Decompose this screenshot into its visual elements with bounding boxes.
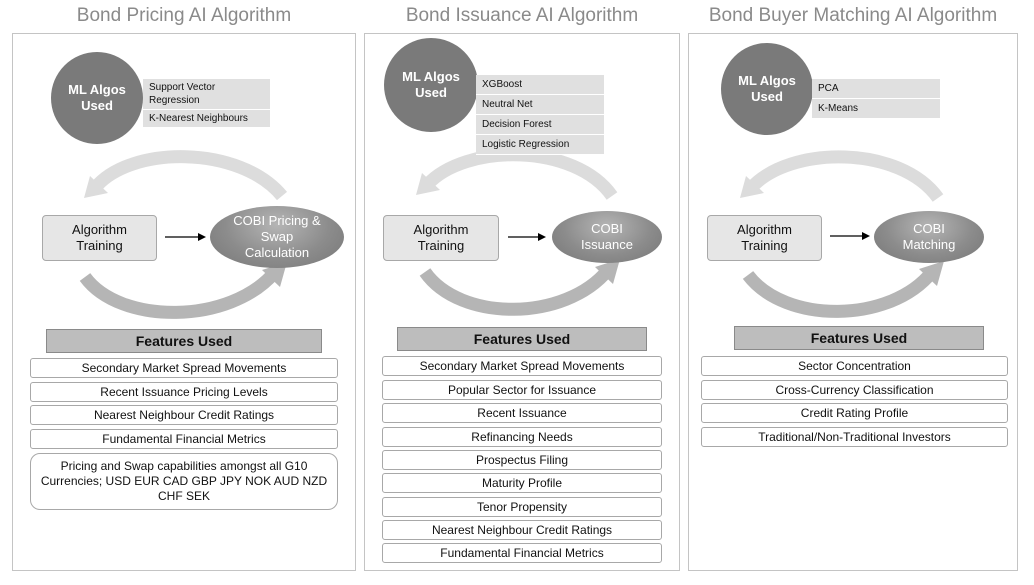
feature-item: Popular Sector for Issuance	[382, 380, 662, 400]
feature-item: Nearest Neighbour Credit Ratings	[30, 405, 338, 425]
feature-item: Prospectus Filing	[382, 450, 662, 470]
column-title: Bond Buyer Matching AI Algorithm	[708, 5, 998, 26]
algo-item: K-Nearest Neighbours	[143, 110, 270, 128]
algo-item: PCA	[812, 79, 940, 99]
feature-item: Maturity Profile	[382, 473, 662, 493]
features-header: Features Used	[397, 327, 647, 351]
algo-item: Neutral Net	[476, 95, 604, 115]
features-header: Features Used	[734, 326, 984, 350]
feature-item: Tenor Propensity	[382, 497, 662, 517]
feature-item: Traditional/Non-Traditional Investors	[701, 427, 1008, 447]
feature-item: Secondary Market Spread Movements	[30, 358, 338, 378]
algo-item: Support Vector Regression	[143, 79, 270, 110]
features-header: Features Used	[46, 329, 322, 353]
algorithm-training-box: Algorithm Training	[42, 215, 157, 261]
feature-item: Cross-Currency Classification	[701, 380, 1008, 400]
output-oval: COBI Pricing & Swap Calculation	[210, 206, 344, 268]
column-title: Bond Issuance AI Algorithm	[405, 5, 639, 26]
feature-item: Fundamental Financial Metrics	[382, 543, 662, 563]
algo-item: Logistic Regression	[476, 135, 604, 155]
feature-item: Nearest Neighbour Credit Ratings	[382, 520, 662, 540]
feature-item: Recent Issuance	[382, 403, 662, 423]
output-oval: COBI Issuance	[552, 211, 662, 263]
output-oval: COBI Matching	[874, 211, 984, 263]
ml-algos-circle: ML Algos Used	[721, 43, 813, 135]
feature-item: Refinancing Needs	[382, 427, 662, 447]
algorithm-training-box: Algorithm Training	[707, 215, 822, 261]
algo-item: XGBoost	[476, 75, 604, 95]
feature-item: Credit Rating Profile	[701, 403, 1008, 423]
ml-algos-circle: ML Algos Used	[384, 38, 478, 132]
algo-item: Decision Forest	[476, 115, 604, 135]
algo-list: XGBoost Neutral Net Decision Forest Logi…	[476, 75, 604, 155]
algo-list: PCA K-Means	[812, 79, 940, 119]
feature-item: Fundamental Financial Metrics	[30, 429, 338, 449]
feature-item: Pricing and Swap capabilities amongst al…	[30, 453, 338, 510]
feature-item: Secondary Market Spread Movements	[382, 356, 662, 376]
ml-algos-circle: ML Algos Used	[51, 52, 143, 144]
feature-item: Recent Issuance Pricing Levels	[30, 382, 338, 402]
algo-list: Support Vector Regression K-Nearest Neig…	[143, 79, 270, 128]
column-title: Bond Pricing AI Algorithm	[76, 5, 292, 26]
algorithm-training-box: Algorithm Training	[383, 215, 499, 261]
algo-item: K-Means	[812, 99, 940, 119]
feature-item: Sector Concentration	[701, 356, 1008, 376]
